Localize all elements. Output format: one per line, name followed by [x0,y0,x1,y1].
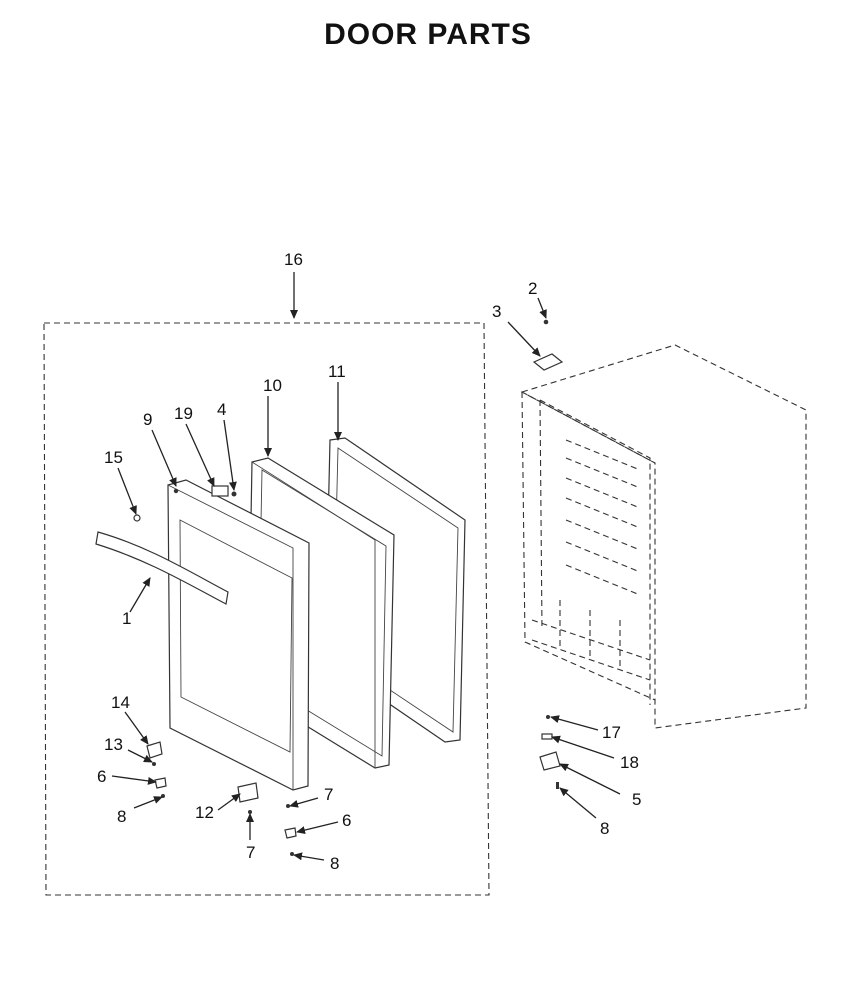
hinge-pin-6b [284,827,297,839]
top-hinge-bracket [211,485,229,497]
screw-13 [152,762,156,766]
callout-7a: 7 [246,843,255,862]
cabinet-outline [520,344,807,729]
screw-7b [286,804,290,808]
callout-8a: 8 [117,807,126,826]
callout-17: 17 [602,723,621,742]
callout-19: 19 [174,404,193,423]
door-handle [95,531,229,605]
callout-18: 18 [620,753,639,772]
callout-9: 9 [143,410,152,429]
hinge-5 [539,751,561,771]
page-title: DOOR PARTS [324,18,532,51]
callout-10: 10 [263,376,282,395]
screw-7a [248,810,252,814]
washer-8b [290,852,294,856]
callout-13: 13 [104,735,123,754]
door-assembly-boundary [43,322,490,896]
hinge-14 [146,741,163,759]
callout-3: 3 [492,302,501,321]
callout-1: 1 [122,609,131,628]
top-hinge-3 [532,353,564,371]
hinge-pin-6a [154,777,167,789]
callout-11: 11 [328,362,346,381]
callout-12: 12 [195,803,214,822]
part-17 [546,715,550,719]
callout-8b: 8 [330,854,339,873]
callout-8c: 8 [600,819,609,838]
callout-2: 2 [528,279,537,298]
callout-16: 16 [284,250,303,269]
callout-6a: 6 [97,767,106,786]
screw-8c [556,782,559,789]
outer-door-frame [167,479,310,791]
callout-7b: 7 [324,785,333,804]
callout-6b: 6 [342,811,351,830]
callout-15: 15 [104,448,123,467]
callout-14: 14 [111,693,130,712]
hinge-cover-12 [237,782,259,803]
callout-4: 4 [217,400,226,419]
screw-4 [231,491,237,497]
screw-15 [133,514,141,522]
screw-2 [543,319,549,325]
callout-5: 5 [632,790,641,809]
part-18 [541,733,553,740]
